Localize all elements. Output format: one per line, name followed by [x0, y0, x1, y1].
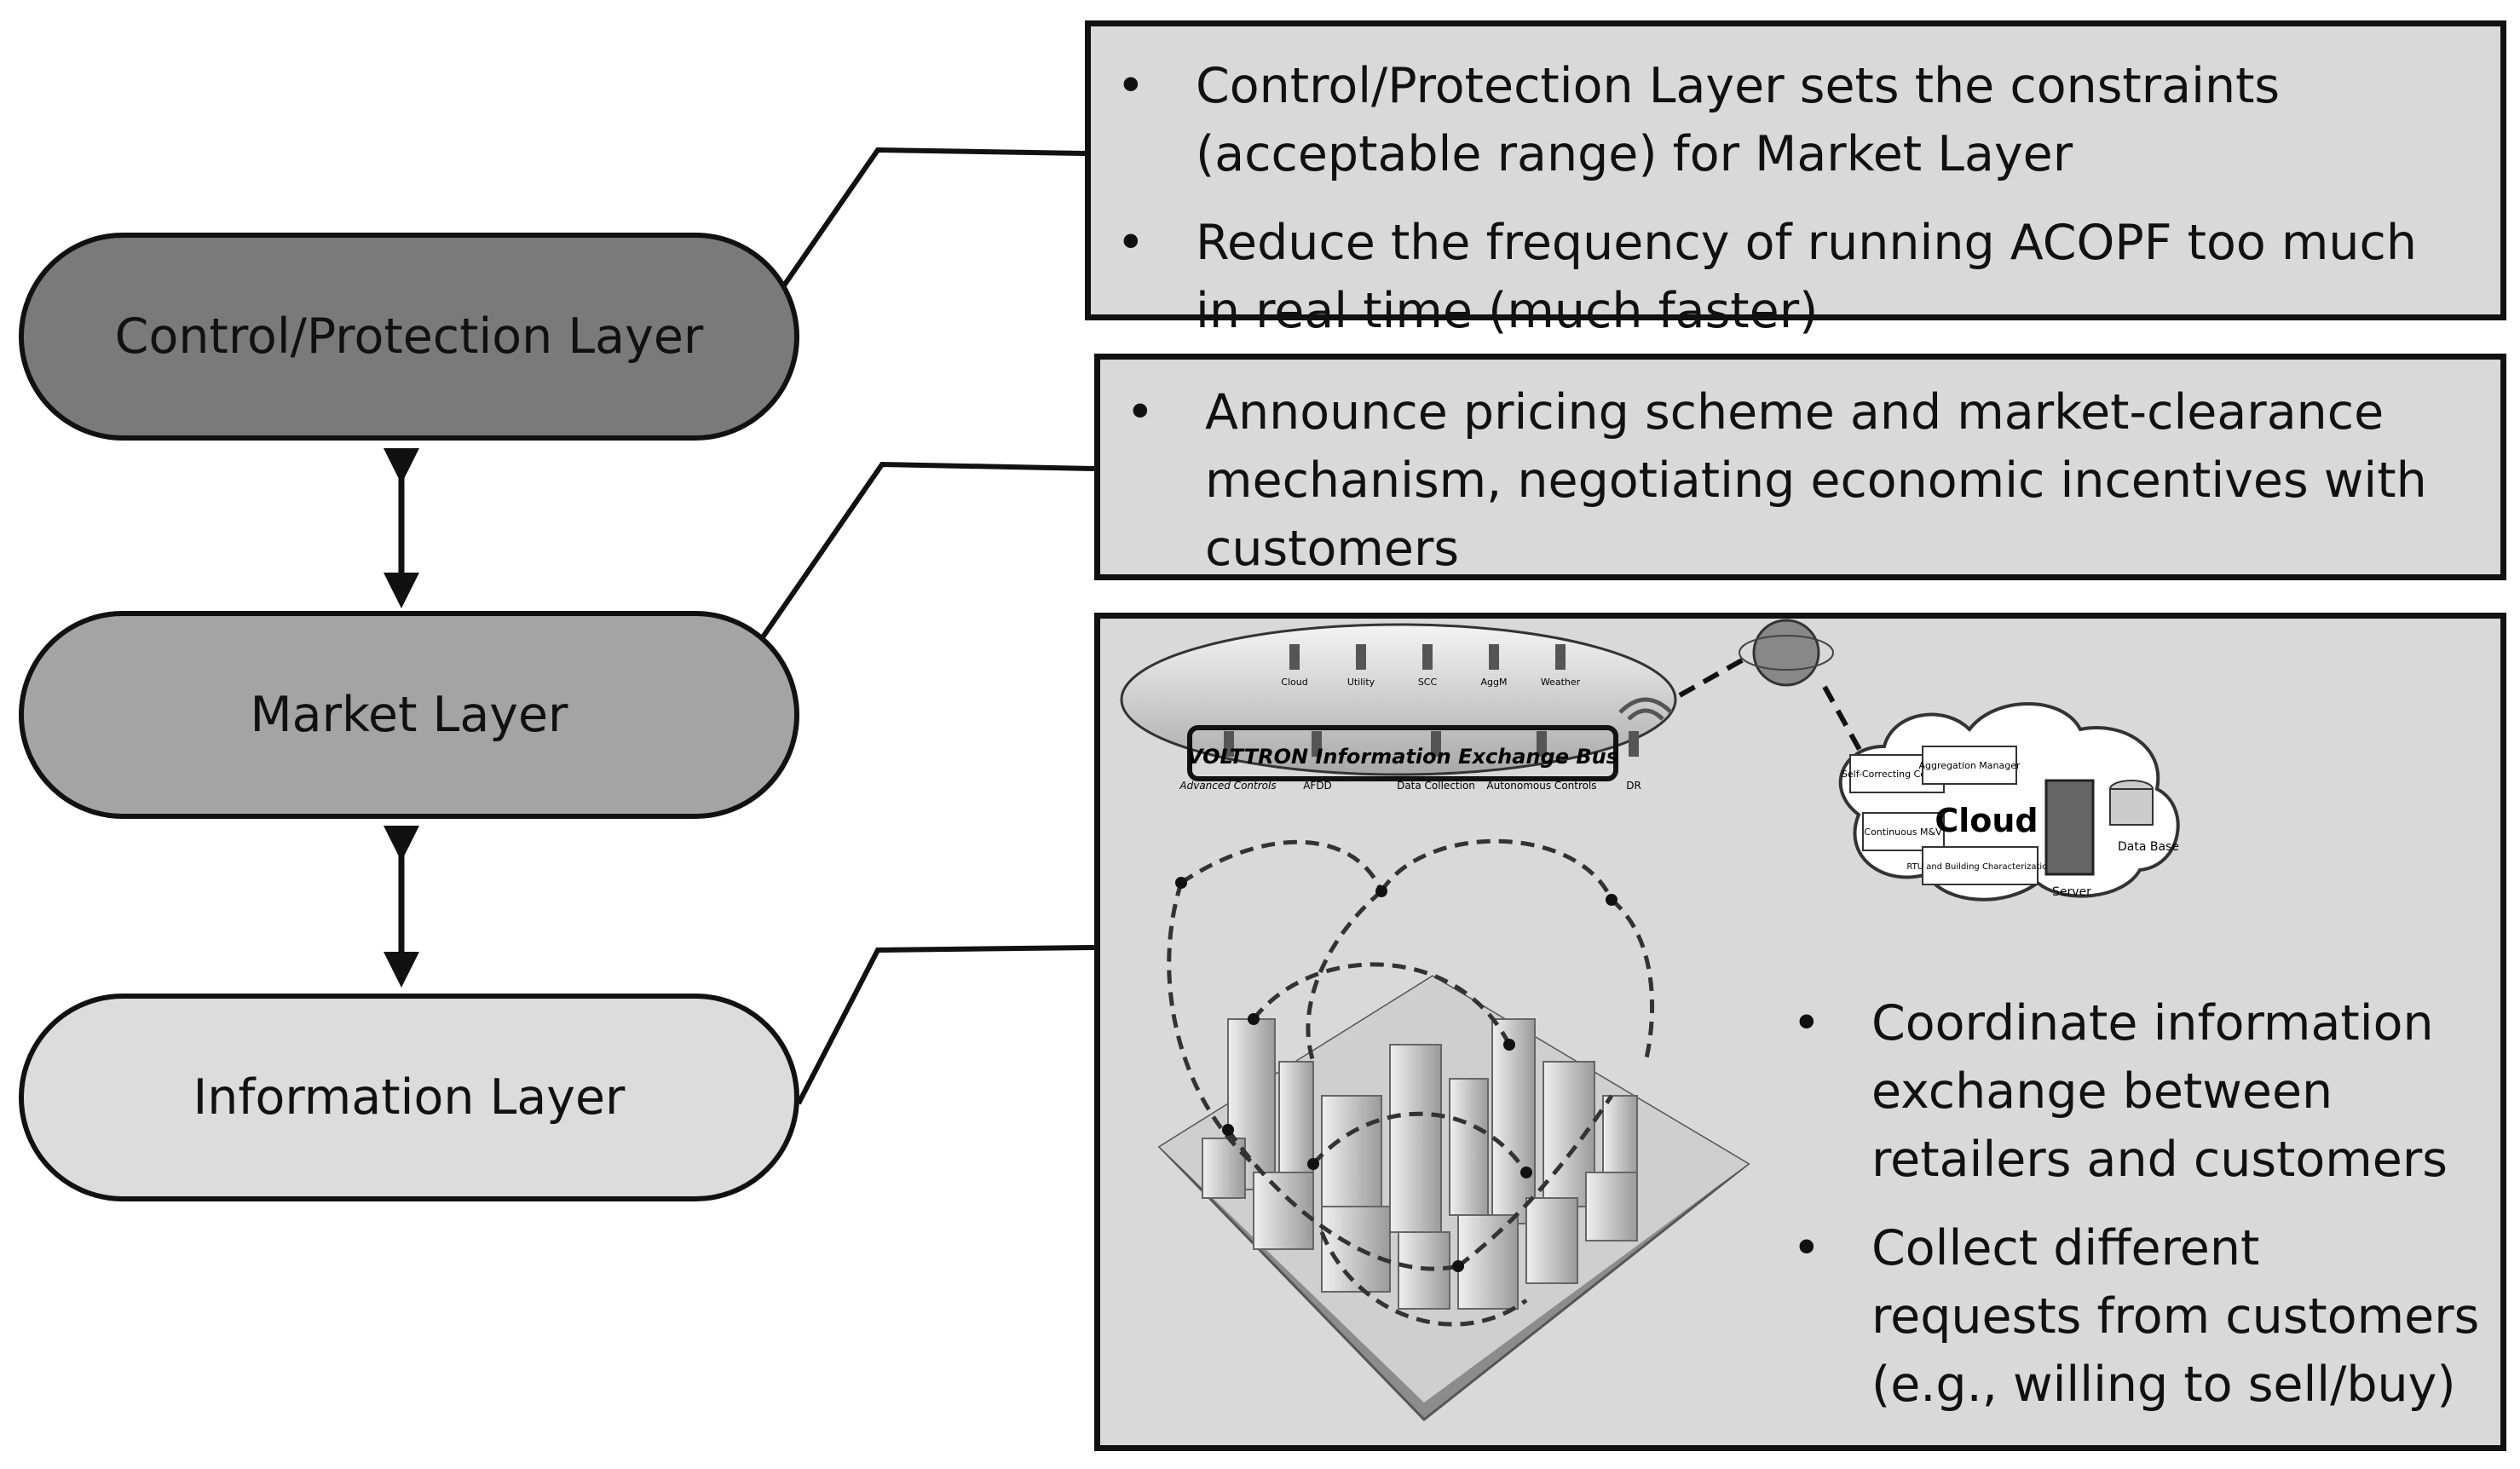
cloud-title: Cloud — [1935, 802, 2038, 839]
smart-city-illustration: Cloud Utility SCC AggM Weather VOLTTRON … — [1120, 619, 2180, 1422]
top-agent-label: Weather — [1541, 677, 1581, 688]
control-layer-label: Control/Protection Layer — [114, 308, 704, 365]
information-description-box: Cloud Utility SCC AggM Weather VOLTTRON … — [1094, 613, 2506, 1451]
top-agent-label: Utility — [1347, 677, 1375, 688]
bullet-icon: • — [1792, 1220, 1821, 1276]
information-layer-label: Information Layer — [193, 1069, 626, 1126]
bullet-icon: • — [1116, 58, 1145, 114]
control-description-box: •Control/Protection Layer sets the const… — [1085, 20, 2506, 339]
connector-control — [781, 147, 1086, 287]
city-buildings-icon — [1202, 1018, 1638, 1310]
bottom-agent-label: Advanced Controls — [1179, 780, 1276, 792]
market-layer-label: Market Layer — [250, 687, 568, 743]
top-agent-label: AggM — [1481, 677, 1508, 688]
bullet-icon: • — [1116, 215, 1145, 271]
bottom-agent-label: AFDD — [1303, 780, 1332, 792]
bottom-agent-label: Autonomous Controls — [1486, 780, 1596, 792]
connector-market — [756, 461, 1095, 645]
information-layer: Information Layer — [19, 994, 799, 1201]
aggregation-label: Aggregation Manager — [1918, 760, 2021, 771]
market-description-box: •Announce pricing scheme and market-clea… — [1094, 354, 2506, 580]
bottom-agent-label: Data Collection — [1397, 780, 1475, 792]
market-layer: Market Layer — [19, 611, 799, 819]
control-bullet-2: •Reduce the frequency of running ACOPF t… — [1098, 209, 2475, 345]
bullet-icon: • — [1792, 995, 1821, 1051]
control-protection-layer: Control/Protection Layer — [19, 233, 799, 441]
network-nodes-icon — [1175, 877, 1618, 1272]
continuous-label: Continuous M&V — [1864, 827, 1942, 838]
information-bullet-2: •Collect different requests from custome… — [1773, 1214, 2483, 1419]
connector-information — [796, 945, 1095, 1105]
agent-figures-icon — [1224, 644, 1639, 757]
market-bullet-1: •Announce pricing scheme and market-clea… — [1107, 378, 2475, 583]
exchange-bus-label: VOLTTRON Information Exchange Bus — [1187, 745, 1618, 769]
top-agent-label: SCC — [1418, 677, 1438, 688]
wifi-icon — [1618, 697, 1673, 721]
server-icon — [2044, 779, 2095, 876]
globe-icon — [1752, 619, 1820, 687]
information-bullet-1: •Coordinate information exchange between… — [1773, 989, 2483, 1194]
network-links-icon — [1167, 838, 1655, 1327]
rtu-label: RTU and Building Characterization — [1906, 862, 2052, 872]
top-agent-label: Cloud — [1281, 677, 1307, 688]
control-bullet-1: •Control/Protection Layer sets the const… — [1098, 52, 2475, 188]
server-label: Server — [2052, 885, 2091, 899]
exchange-bus-frame — [1187, 725, 1618, 781]
bottom-agent-label: DR — [1626, 780, 1641, 792]
database-label: Data Base — [2118, 840, 2179, 854]
bullet-icon: • — [1126, 384, 1155, 441]
